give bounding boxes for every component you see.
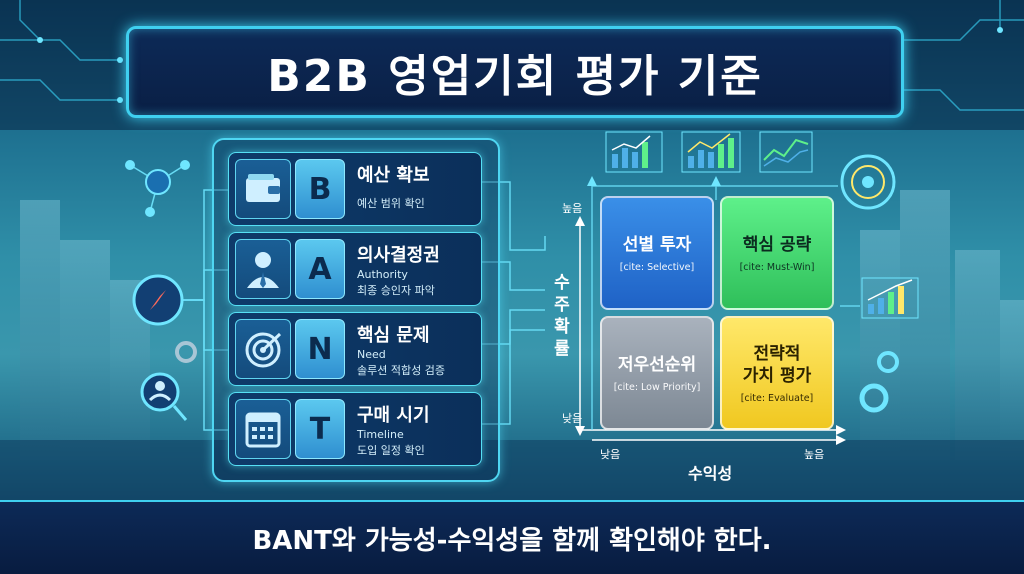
network-node-icon [125, 160, 190, 217]
quadrant-selective: 선별 투자 [cite: Selective] [600, 196, 714, 310]
bant-title-budget: 예산 확보 [357, 165, 430, 186]
bant-sub-en-authority: Authority [357, 268, 408, 281]
bant-letter-t: T [295, 399, 345, 459]
title-banner: B2B 영업기회 평가 기준 [126, 26, 904, 118]
bant-card-need: N 핵심 문제 Need 솔루션 적합성 검증 [228, 312, 482, 386]
bant-sub-en-timeline: Timeline [357, 428, 404, 441]
quadrant-title-line2: 가치 평가 [742, 365, 812, 386]
y-axis-char: 률 [554, 339, 570, 359]
target-icon [235, 319, 291, 379]
gear-icon [175, 341, 197, 363]
y-axis-high-label: 높음 [562, 202, 583, 215]
calendar-icon [235, 399, 291, 459]
bant-sub-en-need: Need [357, 348, 386, 361]
quadrant-cite: [cite: Selective] [619, 261, 695, 273]
quadrant-cite: [cite: Evaluate] [740, 392, 814, 404]
y-axis-title: 수 주 확 률 [552, 272, 572, 360]
quadrant-title-line1: 전략적 [753, 343, 801, 364]
bant-sub-need: 솔루션 적합성 검증 [357, 364, 445, 377]
target-dial-icon [840, 154, 896, 210]
quadrant-title: 저우선순위 [617, 354, 697, 375]
bant-card-budget: B 예산 확보 예산 범위 확인 [228, 152, 482, 226]
bant-card-timeline: T 구매 시기 Timeline 도입 일정 확인 [228, 392, 482, 466]
mini-trend-chart-icon [681, 131, 741, 173]
x-axis-low-label: 낮음 [600, 448, 621, 461]
x-axis-title: 수익성 [688, 464, 733, 483]
y-axis-char: 주 [554, 295, 570, 315]
quadrant-cite: [cite: Low Priority] [613, 381, 701, 393]
wallet-icon [235, 159, 291, 219]
bant-letter-b: B [295, 159, 345, 219]
gears-icon [859, 351, 899, 413]
page-title: B2B 영업기회 평가 기준 [267, 51, 763, 102]
mini-bar-chart-icon [605, 131, 663, 173]
bant-title-authority: 의사결정권 [357, 245, 440, 266]
y-axis-char: 수 [554, 273, 570, 293]
quadrant-title: 핵심 공략 [742, 234, 812, 255]
footer-banner: BANT와 가능성-수익성을 함께 확인해야 한다. [0, 500, 1024, 574]
compass-icon [132, 274, 184, 326]
quadrant-cite: [cite: Must-Win] [739, 261, 815, 273]
bant-card-authority: A 의사결정권 Authority 최종 승인자 파악 [228, 232, 482, 306]
bant-sub-authority: 최종 승인자 파악 [357, 284, 435, 297]
growth-chart-icon [861, 277, 919, 319]
x-axis-high-label: 높음 [804, 448, 825, 461]
y-axis-char: 확 [554, 317, 570, 337]
y-axis-low-label: 낮음 [562, 412, 583, 425]
quadrant-evaluate: 전략적 가치 평가 [cite: Evaluate] [720, 316, 834, 430]
user-gauge-icon [140, 372, 188, 421]
mini-line-chart-icon [759, 131, 813, 173]
bant-letter-a: A [295, 239, 345, 299]
person-icon [235, 239, 291, 299]
bant-letter-n: N [295, 319, 345, 379]
bant-sub-timeline: 도입 일정 확인 [357, 444, 425, 457]
quadrant-low-priority: 저우선순위 [cite: Low Priority] [600, 316, 714, 430]
bant-sub-budget: 예산 범위 확인 [357, 197, 425, 210]
quadrant-must-win: 핵심 공략 [cite: Must-Win] [720, 196, 834, 310]
bant-title-timeline: 구매 시기 [357, 405, 430, 426]
footer-text: BANT와 가능성-수익성을 함께 확인해야 한다. [252, 525, 772, 556]
bant-title-need: 핵심 문제 [357, 325, 430, 346]
quadrant-title: 선별 투자 [622, 234, 692, 255]
